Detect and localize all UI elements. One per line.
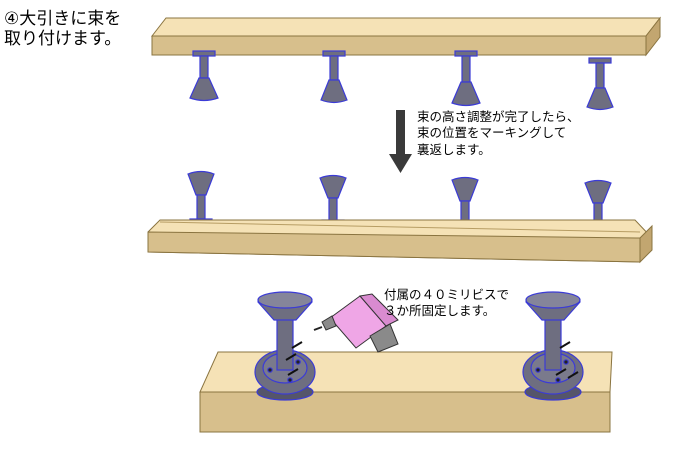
flip-instructions-line-2: 束の位置をマーキングして: [417, 125, 567, 141]
step-title-line-1: ④大引きに束を: [4, 9, 122, 29]
post-closeup-right: [522, 291, 584, 401]
post-mid-1: [187, 170, 215, 225]
middle-beam: [147, 219, 653, 264]
post-top-2: [320, 50, 348, 104]
step-title-line-2: 取り付けます。: [4, 28, 122, 49]
screw-icon: [285, 341, 303, 376]
flip-instructions-line-1: 束の高さ調整が完了したら、: [417, 109, 580, 124]
screw-instructions: 付属の４０ミリビスで ３か所固定します。: [384, 287, 510, 321]
top-beam: [150, 16, 662, 57]
step-title: ④大引きに束を 取り付けます。: [4, 9, 122, 49]
post-mid-2: [319, 174, 347, 226]
post-top-3: [451, 50, 481, 107]
post-closeup-left: [254, 291, 316, 401]
post-top-1: [189, 50, 219, 102]
screw-instructions-line-2: ３か所固定します。: [384, 303, 496, 319]
post-top-4: [586, 57, 614, 111]
screw-instructions-line-1: 付属の４０ミリビスで: [384, 287, 510, 302]
down-arrow-icon: [389, 110, 412, 173]
screw-icon: [555, 341, 579, 379]
flip-instructions-line-3: 裏返します。: [417, 141, 491, 157]
flip-instructions: 束の高さ調整が完了したら、 束の位置をマーキングして 裏返します。: [417, 109, 580, 159]
drill-icon: [313, 293, 399, 353]
